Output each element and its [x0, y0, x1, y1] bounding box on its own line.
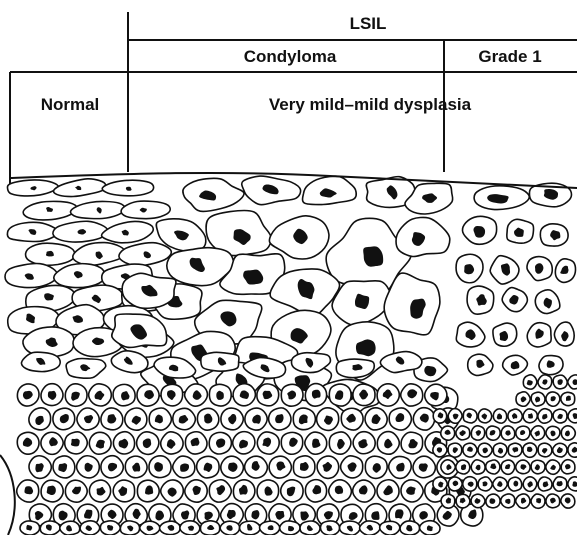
grade-1-label: Grade 1 [478, 47, 541, 66]
cell-nucleus [528, 413, 533, 418]
cell-nucleus [47, 486, 56, 495]
cell-nucleus [572, 481, 577, 486]
epithelium-cells [5, 173, 577, 535]
cell-nucleus [312, 390, 321, 399]
dysplasia-label: Very mild–mild dysplasia [269, 95, 472, 114]
cell-nucleus [557, 481, 563, 486]
condyloma-label: Condyloma [244, 47, 337, 66]
lsil-label: LSIL [350, 14, 387, 33]
normal-label: Normal [41, 95, 100, 114]
edge-arc [0, 455, 15, 535]
cell-nucleus [71, 439, 80, 447]
